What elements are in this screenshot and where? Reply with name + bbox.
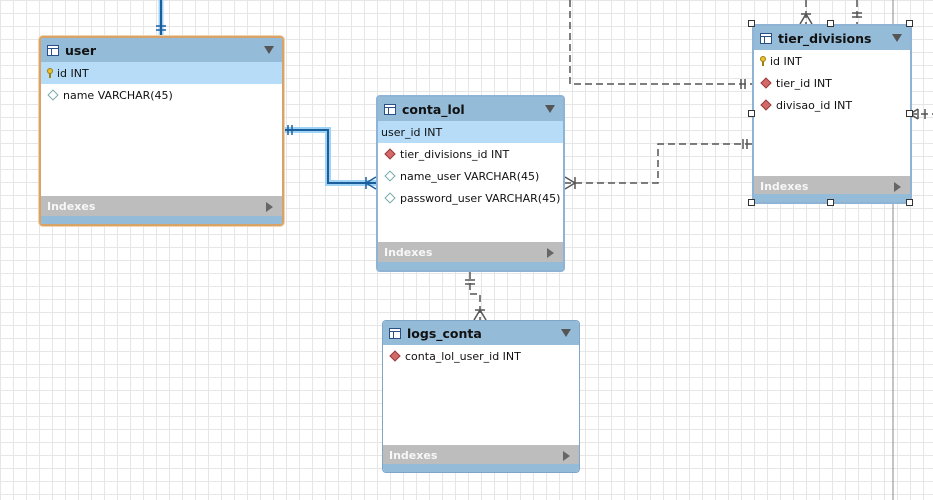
entity-header[interactable]: user [41, 38, 282, 62]
column-icon [47, 89, 59, 101]
column-list: user_id INT tier_divisions_id INT name_u… [378, 121, 563, 209]
collapse-icon[interactable] [892, 34, 902, 42]
resize-handle-middle-right[interactable] [906, 110, 913, 117]
expand-arrow-icon[interactable] [563, 451, 570, 461]
relation-tier-divisions-top[interactable] [799, 0, 862, 25]
column-row[interactable]: conta_lol_user_id INT [383, 345, 579, 367]
column-row[interactable]: id INT [41, 62, 282, 84]
resize-handle-bottom-center[interactable] [827, 199, 834, 206]
relation-user-top[interactable] [156, 0, 166, 36]
entity-header[interactable]: logs_conta [383, 321, 579, 345]
entity-footer [378, 262, 563, 270]
column-list: conta_lol_user_id INT [383, 345, 579, 367]
column-label: id INT [57, 66, 89, 80]
indexes-label: Indexes [389, 449, 438, 462]
column-label: tier_divisions_id INT [400, 147, 510, 161]
indexes-section[interactable]: Indexes [383, 445, 579, 466]
indexes-label: Indexes [47, 200, 96, 213]
column-row[interactable]: password_user VARCHAR(45) [378, 187, 563, 209]
primary-key-icon [47, 68, 53, 78]
column-label: password_user VARCHAR(45) [400, 191, 561, 205]
entity-header[interactable]: conta_lol [378, 97, 563, 121]
column-label: name VARCHAR(45) [63, 88, 173, 102]
column-row[interactable]: tier_id INT [754, 72, 910, 94]
entity-title: conta_lol [402, 101, 465, 117]
foreign-key-icon [389, 350, 401, 362]
resize-handle-bottom-left[interactable] [748, 199, 755, 206]
indexes-section[interactable]: Indexes [41, 196, 282, 217]
resize-handle-bottom-right[interactable] [906, 199, 913, 206]
entity-tier-divisions[interactable]: tier_divisions id INT tier_id INT divisa… [752, 24, 912, 204]
resize-handle-middle-left[interactable] [748, 110, 755, 117]
column-list: id INT tier_id INT divisao_id INT [754, 50, 910, 116]
column-label: divisao_id INT [776, 98, 853, 112]
column-row[interactable]: name_user VARCHAR(45) [378, 165, 563, 187]
column-label: name_user VARCHAR(45) [400, 169, 540, 183]
column-row[interactable]: id INT [754, 50, 910, 72]
foreign-key-icon [384, 148, 396, 160]
column-row[interactable]: user_id INT [378, 121, 563, 143]
collapse-icon[interactable] [264, 46, 274, 54]
relation-conta-lol-logs-conta[interactable] [465, 272, 487, 321]
column-row[interactable]: divisao_id INT [754, 94, 910, 116]
entity-footer [41, 216, 282, 224]
table-icon [47, 44, 59, 56]
relation-user-conta-lol[interactable] [284, 125, 377, 190]
entity-title: logs_conta [407, 325, 482, 341]
table-icon [384, 103, 396, 115]
collapse-icon[interactable] [561, 329, 571, 337]
column-row[interactable]: name VARCHAR(45) [41, 84, 282, 106]
expand-arrow-icon[interactable] [547, 248, 554, 258]
collapse-icon[interactable] [545, 105, 555, 113]
relation-tier-divisions-right[interactable] [909, 108, 933, 120]
column-label: conta_lol_user_id INT [405, 349, 521, 363]
resize-handle-top-left[interactable] [748, 20, 755, 27]
foreign-key-icon [760, 77, 772, 89]
column-label: id INT [770, 54, 802, 68]
expand-arrow-icon[interactable] [894, 182, 901, 192]
entity-title: tier_divisions [778, 30, 872, 46]
entity-footer [383, 464, 579, 472]
column-row[interactable]: tier_divisions_id INT [378, 143, 563, 165]
entity-footer [754, 194, 910, 202]
expand-arrow-icon[interactable] [266, 202, 273, 212]
column-icon [384, 192, 396, 204]
entity-header[interactable]: tier_divisions [754, 26, 910, 50]
entity-title: user [65, 42, 96, 58]
resize-handle-top-right[interactable] [906, 20, 913, 27]
column-label: tier_id INT [776, 76, 832, 90]
column-label: user_id INT [381, 125, 443, 139]
foreign-key-icon [760, 99, 772, 111]
relation-conta-lol-tier-divisions[interactable] [564, 139, 752, 190]
relation-tier-divisions-top-left[interactable] [569, 0, 752, 89]
column-icon [384, 170, 396, 182]
primary-key-icon [760, 56, 766, 66]
table-icon [760, 32, 772, 44]
entity-user[interactable]: user id INT name VARCHAR(45) Indexes [39, 36, 284, 226]
indexes-label: Indexes [760, 180, 809, 193]
indexes-section[interactable]: Indexes [754, 176, 910, 197]
indexes-section[interactable]: Indexes [378, 242, 563, 263]
table-icon [389, 327, 401, 339]
entity-logs-conta[interactable]: logs_conta conta_lol_user_id INT Indexes [382, 320, 580, 473]
indexes-label: Indexes [384, 246, 433, 259]
entity-conta-lol[interactable]: conta_lol user_id INT tier_divisions_id … [376, 95, 565, 272]
column-list: id INT name VARCHAR(45) [41, 62, 282, 106]
resize-handle-top-center[interactable] [827, 20, 834, 27]
